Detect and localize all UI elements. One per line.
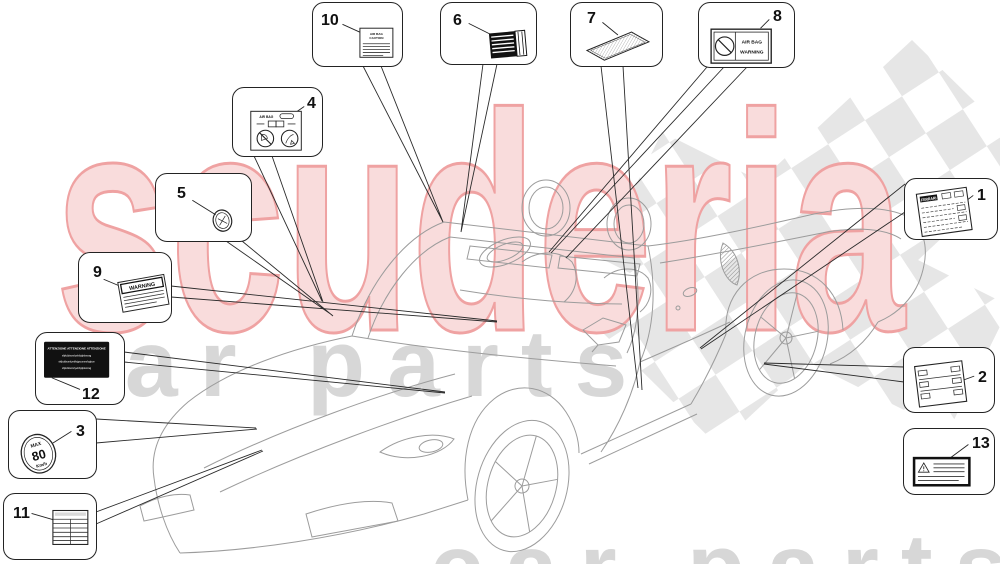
svg-text:shjkddnomlyebfxjqlsknzag: shjkddnomlyebfxjqlsknzag (62, 354, 92, 357)
svg-text:WARNING: WARNING (740, 49, 764, 55)
callout-number-13: 13 (972, 435, 990, 452)
watermark-tagline-text-2: car parts (430, 515, 1000, 564)
callout-5[interactable]: 5 (155, 173, 252, 242)
seatbelt-icon (280, 129, 299, 148)
warning-info-label-art (912, 444, 971, 487)
label-text: AIR BAG (742, 40, 763, 46)
attenzione-label-art: ATTENZIONE ATTENZIONE ATTENZIONE shjkddn… (44, 341, 110, 390)
callout-number-11: 11 (13, 505, 30, 522)
watermark-tagline-text: car parts (50, 311, 649, 417)
callout-12[interactable]: ATTENZIONE ATTENZIONE ATTENZIONE shjkddn… (35, 332, 125, 405)
warning-triangle-icon (917, 462, 930, 473)
svg-text:shjkddnomlyebfxjqsuznexfugbov: shjkddnomlyebfxjqsuznexfugbov (58, 361, 95, 364)
callout-3[interactable]: MAX 80 Km/h 3 (8, 410, 97, 479)
callout-10[interactable]: AIR BAG CAUTION 10 (312, 2, 403, 67)
callout-number-9: 9 (93, 264, 102, 281)
table-label-art (31, 509, 89, 545)
callout-13[interactable]: 13 (903, 428, 995, 495)
callout-number-8: 8 (773, 8, 782, 25)
sill-sticker-label-art (913, 360, 975, 408)
max-speed-badge-art: MAX 80 Km/h (20, 431, 72, 474)
leader-lines (95, 63, 906, 525)
callout-number-2: 2 (978, 369, 987, 386)
airbag-visor-label-art: AIR BAG (250, 106, 305, 151)
callout-number-1: 1 (977, 187, 986, 204)
svg-text:CAUTION: CAUTION (369, 36, 384, 40)
label-text: ATTENZIONE ATTENZIONE ATTENZIONE (47, 347, 105, 351)
label-text: AIR BAG (370, 32, 384, 36)
brand-mark (919, 194, 938, 203)
child-seat-prohibition-icon (256, 129, 275, 148)
callout-number-7: 7 (587, 10, 596, 27)
callout-4[interactable]: AIR BAG 4 (232, 87, 323, 157)
airbag-caution-label-art: AIR BAG CAUTION (342, 23, 394, 58)
watermark: scuderia car parts car parts (50, 48, 1000, 564)
svg-text:Km/h: Km/h (36, 461, 48, 469)
manual-book-icon (256, 120, 296, 128)
callout-number-4: 4 (307, 95, 316, 112)
prohibition-icon (714, 36, 735, 56)
svg-text:80: 80 (30, 447, 47, 464)
callout-8[interactable]: AIR BAG WARNING 8 (698, 2, 795, 68)
callout-number-12: 12 (82, 386, 100, 403)
tread-plate-label-art (585, 22, 651, 61)
callout-9[interactable]: WARNING 9 (78, 252, 172, 323)
callout-2[interactable]: 2 (903, 347, 995, 413)
label-text: FERRARI (921, 195, 937, 202)
warning-label-art: WARNING (103, 273, 170, 313)
callout-number-6: 6 (453, 12, 462, 29)
callout-1[interactable]: FERRARI 1 (904, 178, 998, 240)
stripe-label-art (468, 22, 528, 59)
callout-11[interactable]: 11 (3, 493, 97, 560)
label-text: AIR BAG (259, 115, 273, 119)
callout-number-5: 5 (177, 185, 186, 202)
id-plate-label-art: FERRARI (915, 186, 974, 238)
round-sticker-label-art (192, 199, 233, 232)
airbag-warning-label-art: AIR BAG WARNING (710, 19, 772, 64)
callout-7[interactable]: 7 (570, 2, 663, 67)
callout-number-3: 3 (76, 423, 85, 440)
callout-6[interactable]: 6 (440, 2, 537, 65)
callout-number-10: 10 (321, 12, 339, 29)
svg-text:shjkddnomlyebfxjqlsknzag: shjkddnomlyebfxjqlsknzag (62, 367, 92, 370)
label-text: MAX (30, 441, 43, 450)
label-text: WARNING (129, 282, 156, 292)
car-line-drawing (139, 179, 926, 554)
